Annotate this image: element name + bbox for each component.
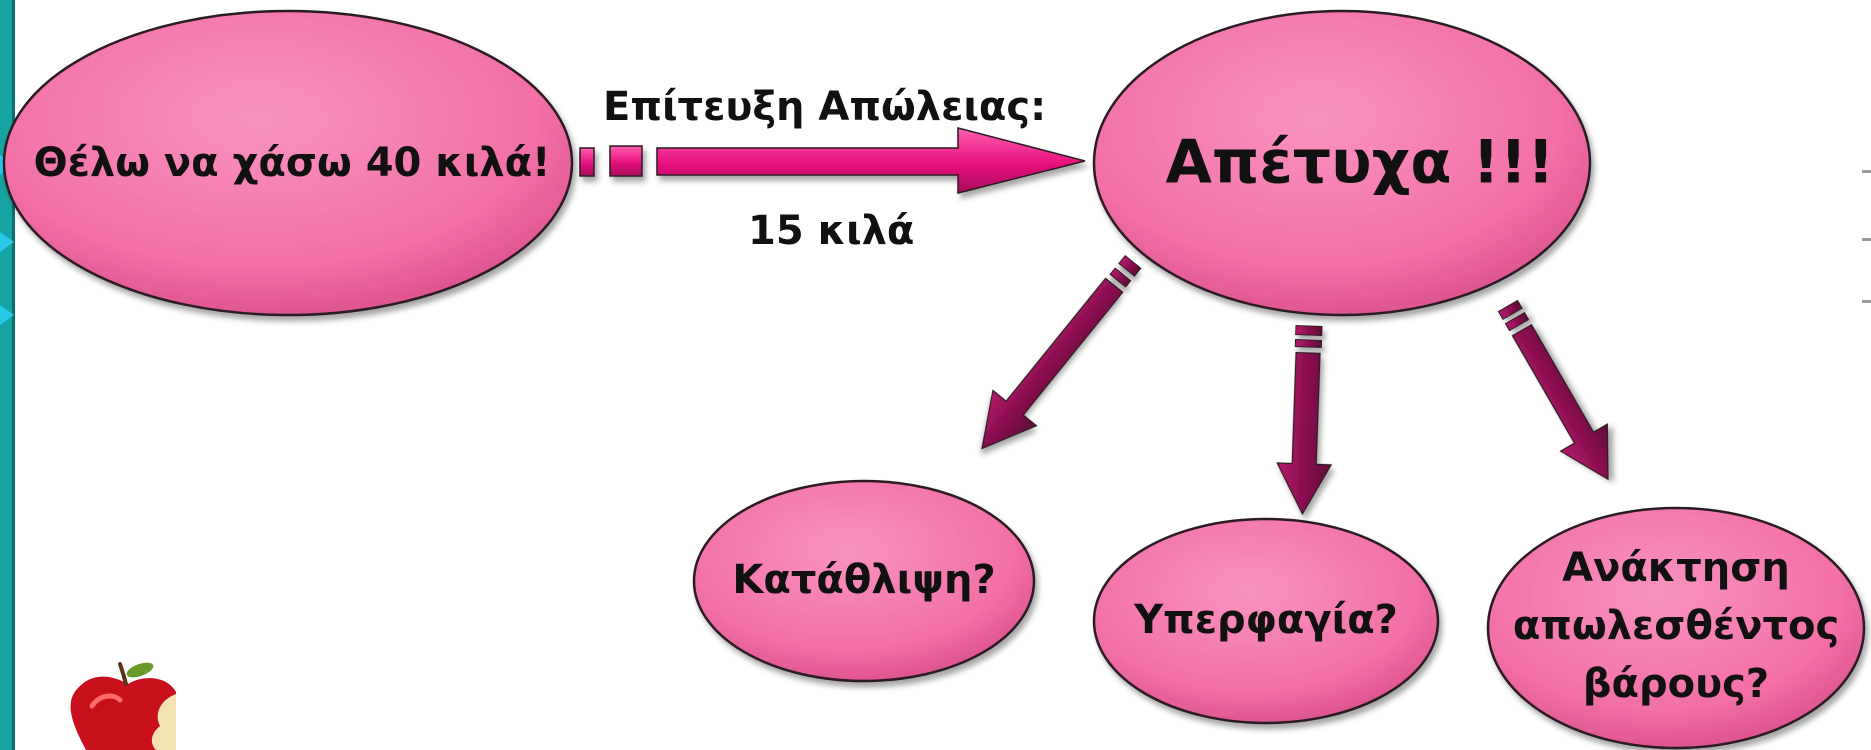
- edge-tick-2: [1862, 238, 1871, 241]
- bitten-apple-icon: [70, 662, 176, 750]
- sidebar-strip: [0, 0, 12, 750]
- arrow-to-overeating: [1276, 325, 1333, 516]
- node-regain-label-3: βάρους?: [1583, 661, 1769, 707]
- node-goal: Θέλω να χάσω 40 κιλά!: [2, 9, 574, 317]
- sidebar-edge: [12, 0, 15, 750]
- sidebar-marker-2: [0, 232, 14, 252]
- arrow-to-depression: [981, 255, 1142, 450]
- node-goal-label: Θέλω να χάσω 40 κιλά!: [34, 140, 551, 186]
- arrow-to-regain: [1497, 299, 1609, 481]
- sidebar-marker-3: [0, 305, 14, 325]
- edge-tick-3: [1862, 300, 1871, 303]
- node-failed: Απέτυχα !!!: [1092, 9, 1592, 317]
- node-regain-label-2: απωλεσθέντος: [1513, 603, 1839, 649]
- edge-label-bottom: 15 κιλά: [748, 208, 914, 254]
- node-regain: Ανάκτηση απωλεσθέντος βάρους?: [1486, 506, 1866, 750]
- node-failed-label: Απέτυχα !!!: [1165, 128, 1554, 198]
- node-depression: Κατάθλιψη?: [692, 479, 1036, 683]
- edge-label-top: Επίτευξη Απώλειας:: [603, 84, 1046, 130]
- node-overeating-label: Υπερφαγία?: [1133, 597, 1398, 643]
- node-depression-label: Κατάθλιψη?: [732, 557, 995, 603]
- achievement-arrow: [579, 127, 1086, 194]
- node-regain-label-1: Ανάκτηση: [1562, 545, 1790, 591]
- edge-tick-1: [1862, 170, 1871, 173]
- node-overeating: Υπερφαγία?: [1092, 517, 1440, 725]
